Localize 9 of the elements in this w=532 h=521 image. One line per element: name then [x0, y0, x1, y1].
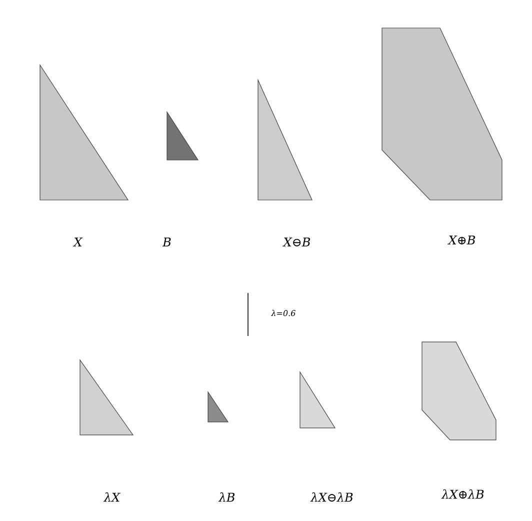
shape-label: λX⊕λB: [441, 489, 484, 499]
shape-label: λX: [104, 492, 120, 502]
shape-label: λX⊖λB: [310, 492, 353, 502]
shape-label: X⊕B: [448, 236, 476, 244]
shape-label: λB: [218, 492, 235, 502]
shape-label: λ=0.6: [270, 310, 296, 316]
shape-label: X⊖B: [282, 238, 310, 246]
shape-label: X: [72, 238, 83, 246]
shape-label: B: [162, 238, 171, 246]
